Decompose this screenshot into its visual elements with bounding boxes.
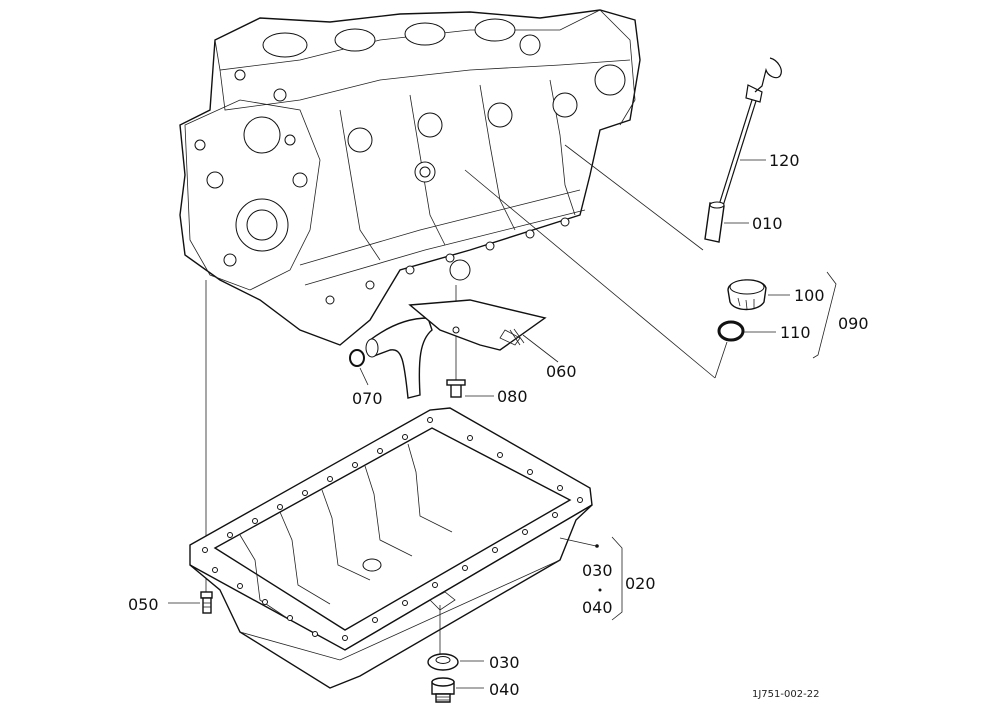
- callout-080: 080: [497, 387, 528, 406]
- callout-070: 070: [352, 389, 383, 408]
- bracket-090: [812, 271, 837, 359]
- o-ring-070: [349, 349, 365, 367]
- callout-120: 120: [769, 151, 800, 170]
- bracket-020: [611, 536, 623, 621]
- callout-090: 090: [838, 314, 869, 333]
- leader-090: [464, 169, 716, 379]
- drain-plug-040: [431, 677, 455, 703]
- leader-110b: [714, 341, 728, 379]
- drain-washer-030: [427, 653, 459, 671]
- leader-070-line: [359, 367, 369, 386]
- bolt-050: [200, 591, 213, 614]
- callout-100: 100: [794, 286, 825, 305]
- oil-filler-cap: [727, 279, 767, 311]
- leader-020-line: [559, 537, 597, 547]
- o-ring-110: [717, 320, 745, 342]
- leader-010: [564, 144, 704, 251]
- dipstick: [718, 57, 782, 207]
- callout-060: 060: [546, 362, 577, 381]
- oil-pan: [189, 407, 593, 689]
- callout-110: 110: [780, 323, 811, 342]
- callout-030-pan: 030: [582, 561, 613, 580]
- callout-020: 020: [625, 574, 656, 593]
- callout-030-washer: 030: [489, 653, 520, 672]
- oil-strainer-pipe: [365, 299, 547, 399]
- dot-040: [598, 588, 602, 592]
- callout-010: 010: [752, 214, 783, 233]
- callout-050: 050: [128, 595, 159, 614]
- leader-060-line: [522, 334, 559, 363]
- dipstick-guide: [704, 201, 725, 243]
- callout-040-plug: 040: [489, 680, 520, 699]
- dot-030: [595, 544, 599, 548]
- engine-block: [179, 9, 641, 346]
- callout-040-pan: 040: [582, 598, 613, 617]
- bolt-080: [446, 379, 466, 398]
- reference-code: 1J751-002-22: [752, 689, 819, 700]
